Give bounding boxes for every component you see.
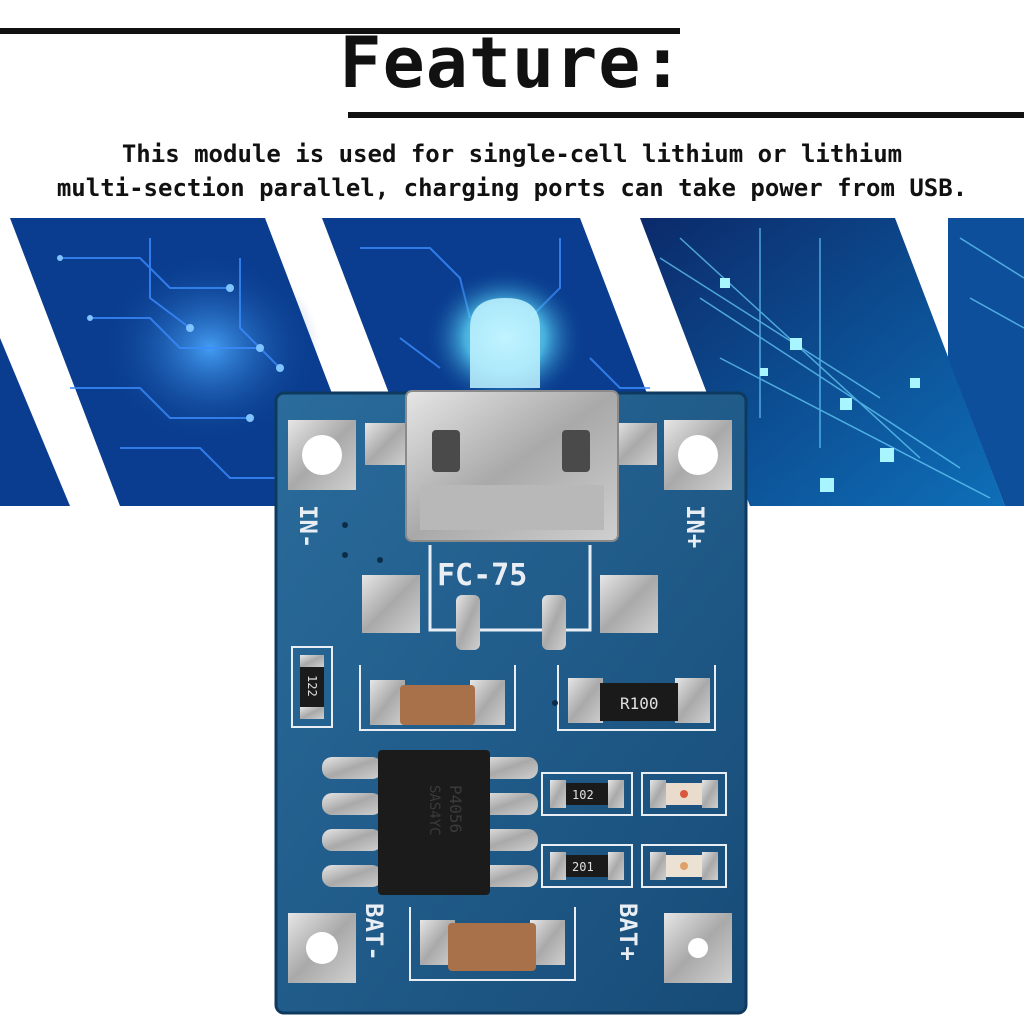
- pad-bat-neg: [288, 913, 356, 983]
- resistor-102-marking: 102: [572, 788, 594, 802]
- resistor-102: 102: [541, 772, 633, 816]
- description-line-2: multi-section parallel, charging ports c…: [56, 174, 968, 202]
- usb-shield-pad-right: [600, 575, 658, 633]
- chip-marking-line-2: SAS4YC: [426, 785, 442, 836]
- resistor-201-marking: 201: [572, 860, 594, 874]
- resistor-122: 122: [291, 646, 333, 728]
- micro-usb-connector: [365, 390, 657, 542]
- resistor-122-marking: 122: [305, 675, 319, 697]
- pad-bat-pos: [664, 913, 732, 983]
- capacitor-top-left: [359, 665, 516, 731]
- title-underline-rule: [348, 112, 1024, 118]
- page-title: Feature:: [339, 22, 685, 104]
- usb-tab-left: [456, 595, 480, 650]
- status-led-standby: [641, 844, 727, 888]
- pin-label-in-pos: IN+: [681, 505, 709, 548]
- resistor-201: 201: [541, 844, 633, 888]
- usb-tab-right: [542, 595, 566, 650]
- pin-label-bat-neg: BAT-: [360, 903, 388, 961]
- vias: [342, 522, 558, 706]
- charger-module-board: FC-75 IN- IN+ BAT- BAT+ 122 R100: [274, 390, 748, 1015]
- capacitor-bottom: [409, 907, 576, 981]
- pin-label-bat-pos: BAT+: [614, 903, 642, 961]
- circuit-panel-4: [948, 218, 1024, 506]
- pad-in-neg: [288, 420, 356, 490]
- model-label: FC-75: [437, 558, 527, 593]
- status-led-charging: [641, 772, 727, 816]
- chip-marking-line-1: P4056: [446, 785, 465, 833]
- description-line-1: This module is used for single-cell lith…: [121, 140, 903, 168]
- resistor-r100-marking: R100: [620, 694, 659, 713]
- resistor-r100: R100: [557, 665, 716, 731]
- charger-ic-chip: P4056 SAS4YC: [322, 750, 538, 895]
- pin-label-in-neg: IN-: [294, 505, 322, 548]
- usb-shield-pad-left: [362, 575, 420, 633]
- top-rule: [0, 28, 680, 34]
- pad-in-pos: [664, 420, 732, 490]
- circuit-panel-sliver: [0, 338, 70, 506]
